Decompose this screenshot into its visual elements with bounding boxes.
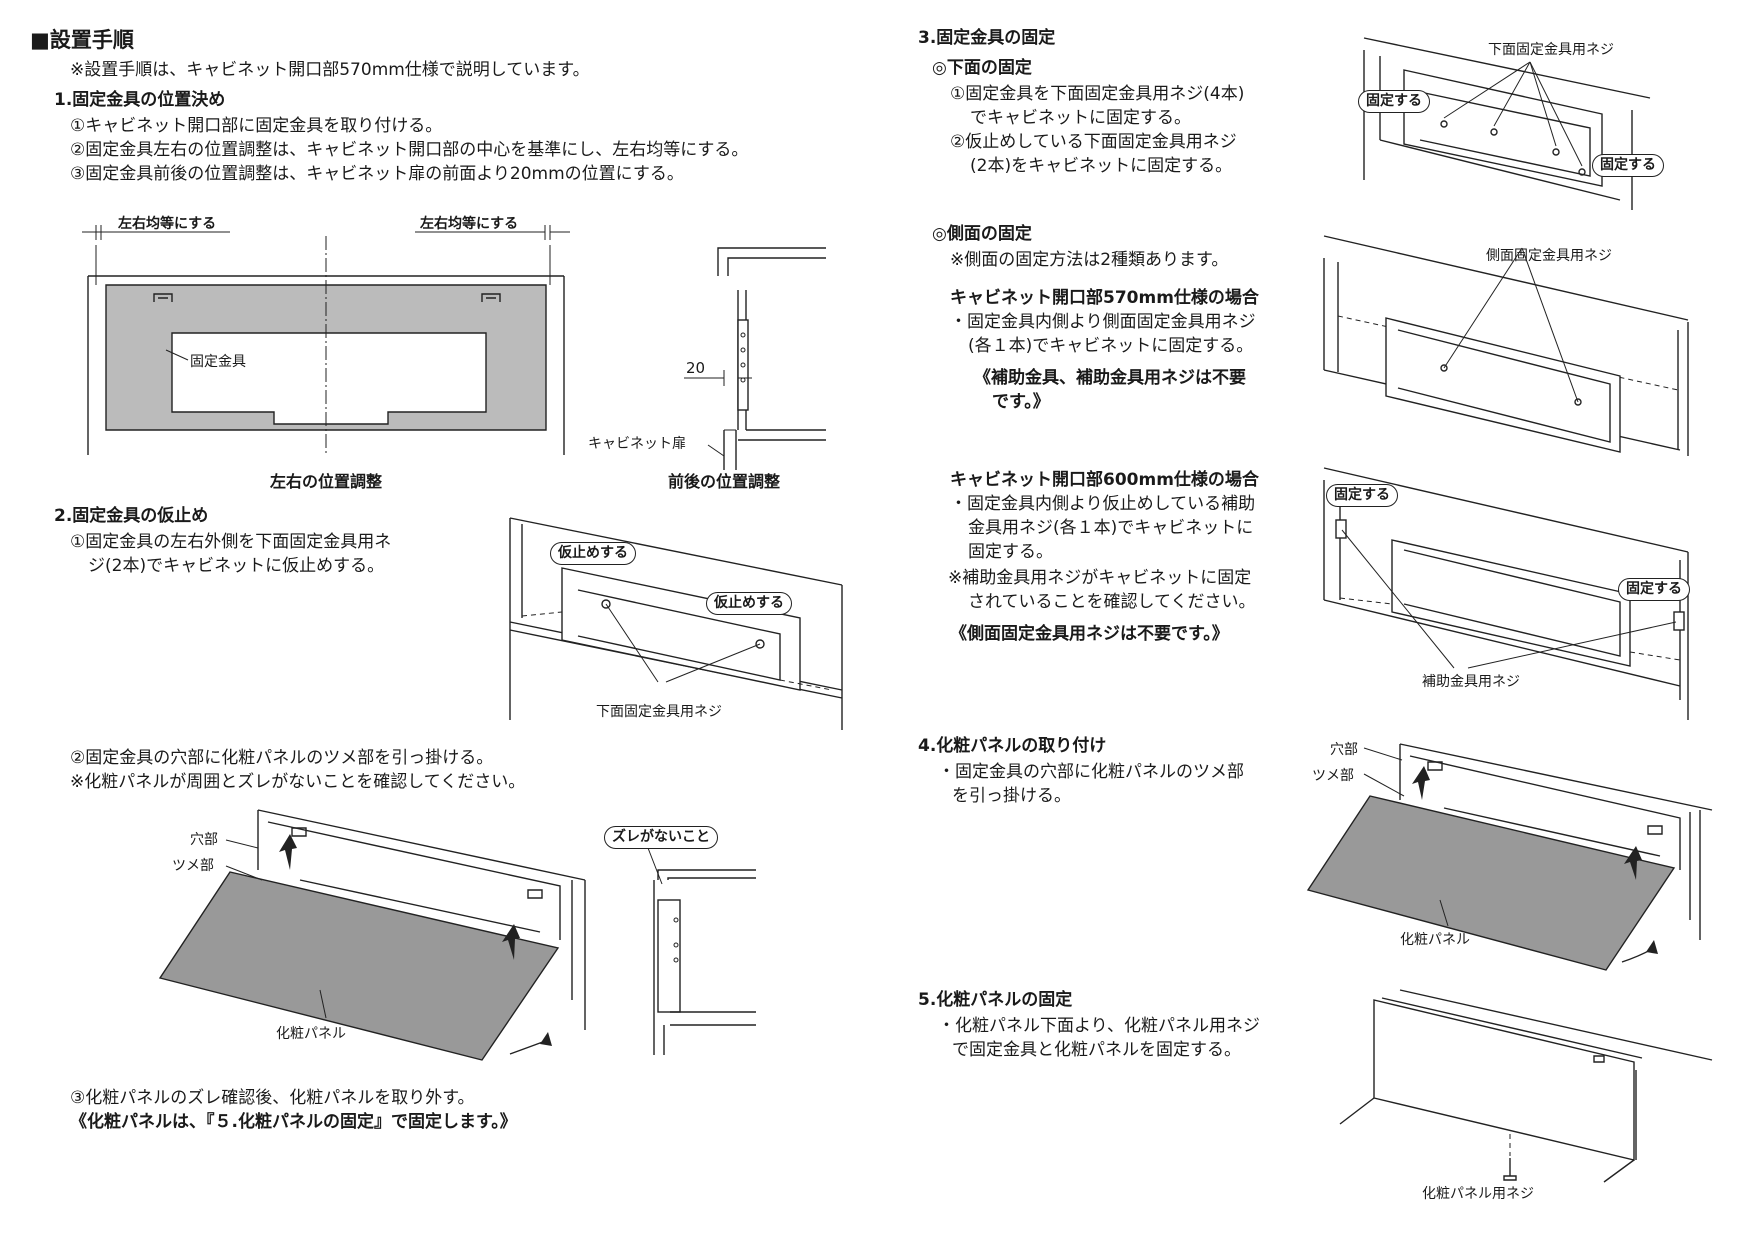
c600-line-5: されていることを確認してください。 — [968, 592, 1256, 612]
step4-line-1: ・固定金具の穴部に化粧パネルのツメ部 — [938, 762, 1244, 782]
step5-line-1: ・化粧パネル下面より、化粧パネル用ネジ — [938, 1016, 1260, 1036]
step2-line-4: ③化粧パネルのズレ確認後、化粧パネルを取り外す。 — [70, 1088, 475, 1108]
step5-line-2: で固定金具と化粧パネルを固定する。 — [952, 1040, 1241, 1060]
panel-label: 化粧パネル — [276, 1026, 346, 1042]
bottom-fix-line-3: ②仮止めしている下面固定金具用ネジ — [950, 132, 1237, 152]
temp-fix-bubble-2: 仮止めする — [706, 592, 792, 615]
side-fix-note: ※側面の固定方法は2種類あります。 — [950, 250, 1229, 270]
bottom-fix-heading: ◎下面の固定 — [932, 58, 1032, 78]
c600-line-1: ・固定金具内側より仮止めしている補助 — [950, 494, 1256, 514]
step1-line-2: ②固定金具左右の位置調整は、キャビネット開口部の中心を基準にし、左右均等にする。 — [70, 140, 749, 160]
dim-20-label: 20 — [686, 359, 706, 377]
side-600-bubble-2: 固定する — [1618, 578, 1690, 601]
step2-heading: 2.固定金具の仮止め — [54, 506, 209, 526]
c570-line-1: ・固定金具内側より側面固定金具用ネジ — [950, 312, 1256, 332]
step1-line-1: ①キャビネット開口部に固定金具を取り付ける。 — [70, 116, 443, 136]
step4-heading: 4.化粧パネルの取り付け — [918, 736, 1107, 756]
side-600-bubble-1: 固定する — [1326, 484, 1398, 507]
door-label: キャビネット扉 — [588, 436, 686, 452]
c600-note: 《側面固定金具用ネジは不要です。》 — [950, 624, 1229, 644]
c570-heading: キャビネット開口部570mm仕様の場合 — [950, 288, 1259, 308]
c600-line-3: 固定する。 — [968, 542, 1053, 562]
attach-hole-label: 穴部 — [1330, 742, 1358, 758]
temp-fix-bubble-1: 仮止めする — [550, 542, 636, 565]
c570-note-2: です。》 — [992, 392, 1050, 412]
step2-line-5: 《化粧パネルは、『５.化粧パネルの固定』で固定します。》 — [70, 1112, 517, 1132]
bottom-fix-line-1: ①固定金具を下面固定金具用ネジ(4本) — [950, 84, 1245, 104]
claw-label: ツメ部 — [172, 858, 214, 874]
intro-note: ※設置手順は、キャビネット開口部570mm仕様で説明しています。 — [70, 60, 590, 80]
step2-line-1a: ①固定金具の左右外側を下面固定金具用ネ — [70, 532, 392, 552]
attach-panel-label: 化粧パネル — [1400, 932, 1470, 948]
bottom-fix-screw-label: 下面固定金具用ネジ — [1488, 42, 1614, 58]
page-title: ■設置手順 — [30, 28, 134, 52]
side-570-screw-label: 側面固定金具用ネジ — [1486, 248, 1612, 264]
bottom-fix-line-4: (2本)をキャビネットに固定する。 — [970, 156, 1233, 176]
c570-note-1: 《補助金具、補助金具用ネジは不要 — [974, 368, 1246, 388]
step1-heading: 1.固定金具の位置決め — [54, 90, 226, 110]
bottom-fix-bubble-2: 固定する — [1592, 154, 1664, 177]
bottom-fix-bubble-1: 固定する — [1358, 90, 1430, 113]
c570-line-2: (各１本)でキャビネットに固定する。 — [968, 336, 1254, 356]
step4-line-2: を引っ掛ける。 — [952, 786, 1071, 806]
bottom-fix-line-2: でキャビネットに固定する。 — [970, 108, 1191, 128]
step1-line-3: ③固定金具前後の位置調整は、キャビネット扉の前面より20mmの位置にする。 — [70, 164, 684, 184]
side-fix-heading: ◎側面の固定 — [932, 224, 1032, 244]
step5-heading: 5.化粧パネルの固定 — [918, 990, 1073, 1010]
panel-screw-label: 化粧パネル用ネジ — [1422, 1186, 1534, 1202]
c600-line-4: ※補助金具用ネジがキャビネットに固定 — [948, 568, 1252, 588]
left-equal-label: 左右均等にする — [118, 216, 217, 232]
c600-line-2: 金具用ネジ(各１本)でキャビネットに — [968, 518, 1254, 538]
step2-line-3: ※化粧パネルが周囲とズレがないことを確認してください。 — [70, 772, 526, 792]
step2-line-2: ②固定金具の穴部に化粧パネルのツメ部を引っ掛ける。 — [70, 748, 494, 768]
bracket-label: 固定金具 — [190, 354, 246, 370]
step2-line-1b: ジ(2本)でキャビネットに仮止めする。 — [88, 556, 385, 576]
right-equal-label: 左右均等にする — [420, 216, 519, 232]
no-gap-bubble: ズレがないこと — [604, 826, 718, 849]
step3-heading: 3.固定金具の固定 — [918, 28, 1056, 48]
hole-label: 穴部 — [190, 832, 218, 848]
fb-caption: 前後の位置調整 — [668, 472, 781, 491]
temp-fix-screw-label: 下面固定金具用ネジ — [596, 704, 722, 720]
attach-claw-label: ツメ部 — [1312, 768, 1354, 784]
side-600-screw-label: 補助金具用ネジ — [1422, 674, 1520, 690]
c600-heading: キャビネット開口部600mm仕様の場合 — [950, 470, 1259, 490]
lr-caption: 左右の位置調整 — [270, 472, 383, 491]
